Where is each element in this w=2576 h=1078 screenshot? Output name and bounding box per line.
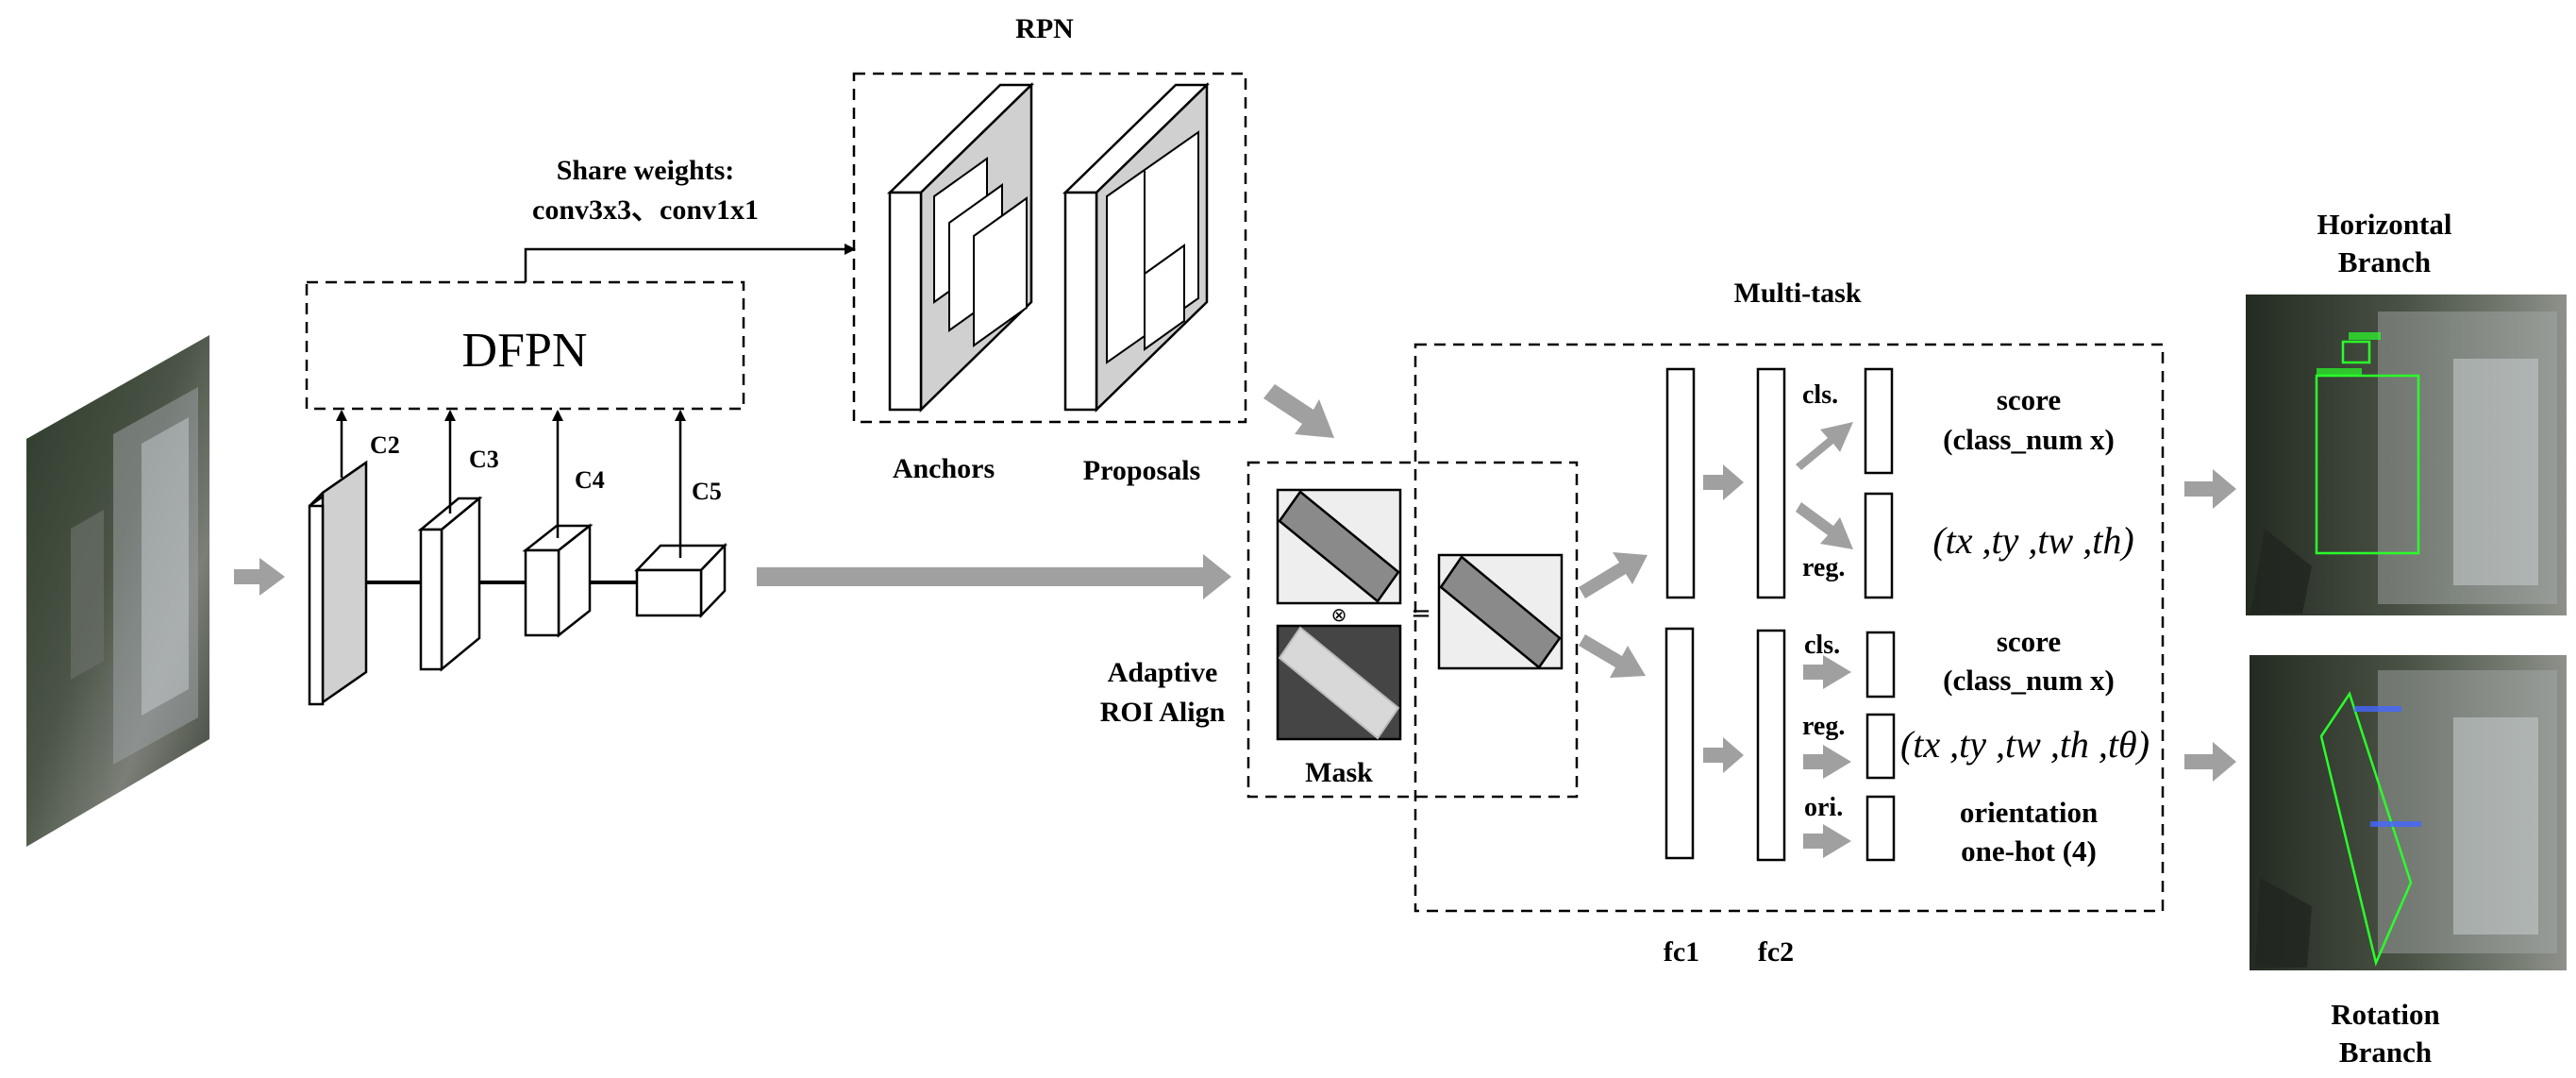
fc1-top [1665, 367, 1696, 599]
cls-top-arrow [1796, 422, 1853, 470]
cls-top-output [1864, 367, 1894, 475]
cls-bottom-output [1865, 631, 1896, 699]
rotation-result-image [2250, 655, 2567, 970]
input-arrow [234, 558, 285, 596]
reg-bottom-label: reg. [1802, 712, 1845, 741]
dfpn-label: DFPN [462, 324, 588, 378]
c3-label: C3 [469, 446, 499, 473]
ori-label: ori. [1804, 793, 1843, 822]
to-rotation-arrow [2184, 742, 2236, 782]
share-weights-connector [524, 244, 856, 282]
reg-bottom-arrow [1803, 745, 1851, 779]
rpn-to-roi-arrow [1263, 384, 1334, 438]
mask-label: Mask [1305, 757, 1373, 788]
roi-align-label: ROI Align [1100, 697, 1226, 728]
fc1-bottom [1664, 627, 1695, 860]
rpn-box [852, 72, 1247, 424]
to-fc1-top-arrow [1579, 552, 1648, 598]
ori-output [1865, 795, 1896, 862]
cls-bottom-arrow [1803, 655, 1851, 689]
reg-top-label: reg. [1802, 553, 1845, 582]
c5-feature-map [634, 542, 728, 619]
roi-align-box [1246, 461, 1579, 799]
c2-feature-map [308, 460, 368, 706]
classnum-bottom: (class_num x) [1943, 664, 2115, 697]
horizontal-branch-title: Branch [2338, 245, 2431, 278]
reg-bottom-output [1865, 713, 1896, 780]
roi-feature [1276, 488, 1402, 605]
cls-top-label: cls. [1802, 380, 1838, 410]
horizontal-title: Horizontal [2317, 208, 2452, 241]
input-image [26, 335, 209, 847]
horizontal-result-image [2246, 295, 2567, 615]
masked-roi-feature [1437, 553, 1564, 670]
proposals-label: Proposals [1083, 455, 1200, 486]
to-horizontal-arrow [2184, 469, 2236, 509]
reg-formula-top: (tx ,ty ,tw ,th) [1932, 519, 2133, 562]
reg-formula-bottom: (tx ,ty ,tw ,th ,tθ) [1900, 723, 2149, 766]
rpn-title: RPN [1015, 13, 1074, 44]
equals-symbol: = [1411, 599, 1431, 628]
reg-top-output [1864, 492, 1894, 599]
mask-map [1276, 624, 1402, 741]
orientation-label: orientation [1960, 796, 2098, 829]
c5-label: C5 [692, 478, 722, 505]
fc-bottom-arrow [1703, 737, 1744, 773]
classnum-top: (class_num x) [1943, 423, 2115, 456]
anchors-panel [886, 82, 1035, 413]
share-weights-line1: Share weights: [557, 155, 735, 186]
multiply-symbol: ⊗ [1331, 603, 1347, 626]
rotation-branch-title: Branch [2339, 1036, 2432, 1069]
ori-arrow [1803, 824, 1851, 858]
score-top: score [1997, 383, 2061, 416]
multitask-box [1413, 343, 2165, 913]
c3-feature-map [417, 496, 483, 672]
c4-label: C4 [575, 466, 605, 494]
multitask-title: Multi-task [1734, 278, 1862, 309]
adaptive-label: Adaptive [1108, 657, 1218, 688]
fc-top-arrow [1703, 464, 1744, 500]
rotation-title: Rotation [2331, 998, 2439, 1031]
fc1-label: fc1 [1664, 936, 1699, 968]
features-to-roi-arrow [757, 554, 1231, 599]
score-bottom: score [1997, 625, 2061, 658]
c2-label: C2 [370, 431, 400, 459]
cls-bottom-label: cls. [1804, 631, 1840, 660]
share-weights-line2: conv3x3、conv1x1 [532, 194, 759, 226]
fc2-label: fc2 [1758, 936, 1794, 968]
anchors-label: Anchors [893, 453, 995, 484]
proposals-panel [1062, 82, 1211, 413]
to-fc1-bottom-arrow [1579, 634, 1646, 678]
reg-top-arrow [1796, 502, 1853, 549]
onehot-label: one-hot (4) [1961, 834, 2097, 867]
fc2-bottom [1756, 629, 1786, 862]
c4-feature-map [522, 523, 594, 638]
fc2-top [1756, 367, 1786, 599]
